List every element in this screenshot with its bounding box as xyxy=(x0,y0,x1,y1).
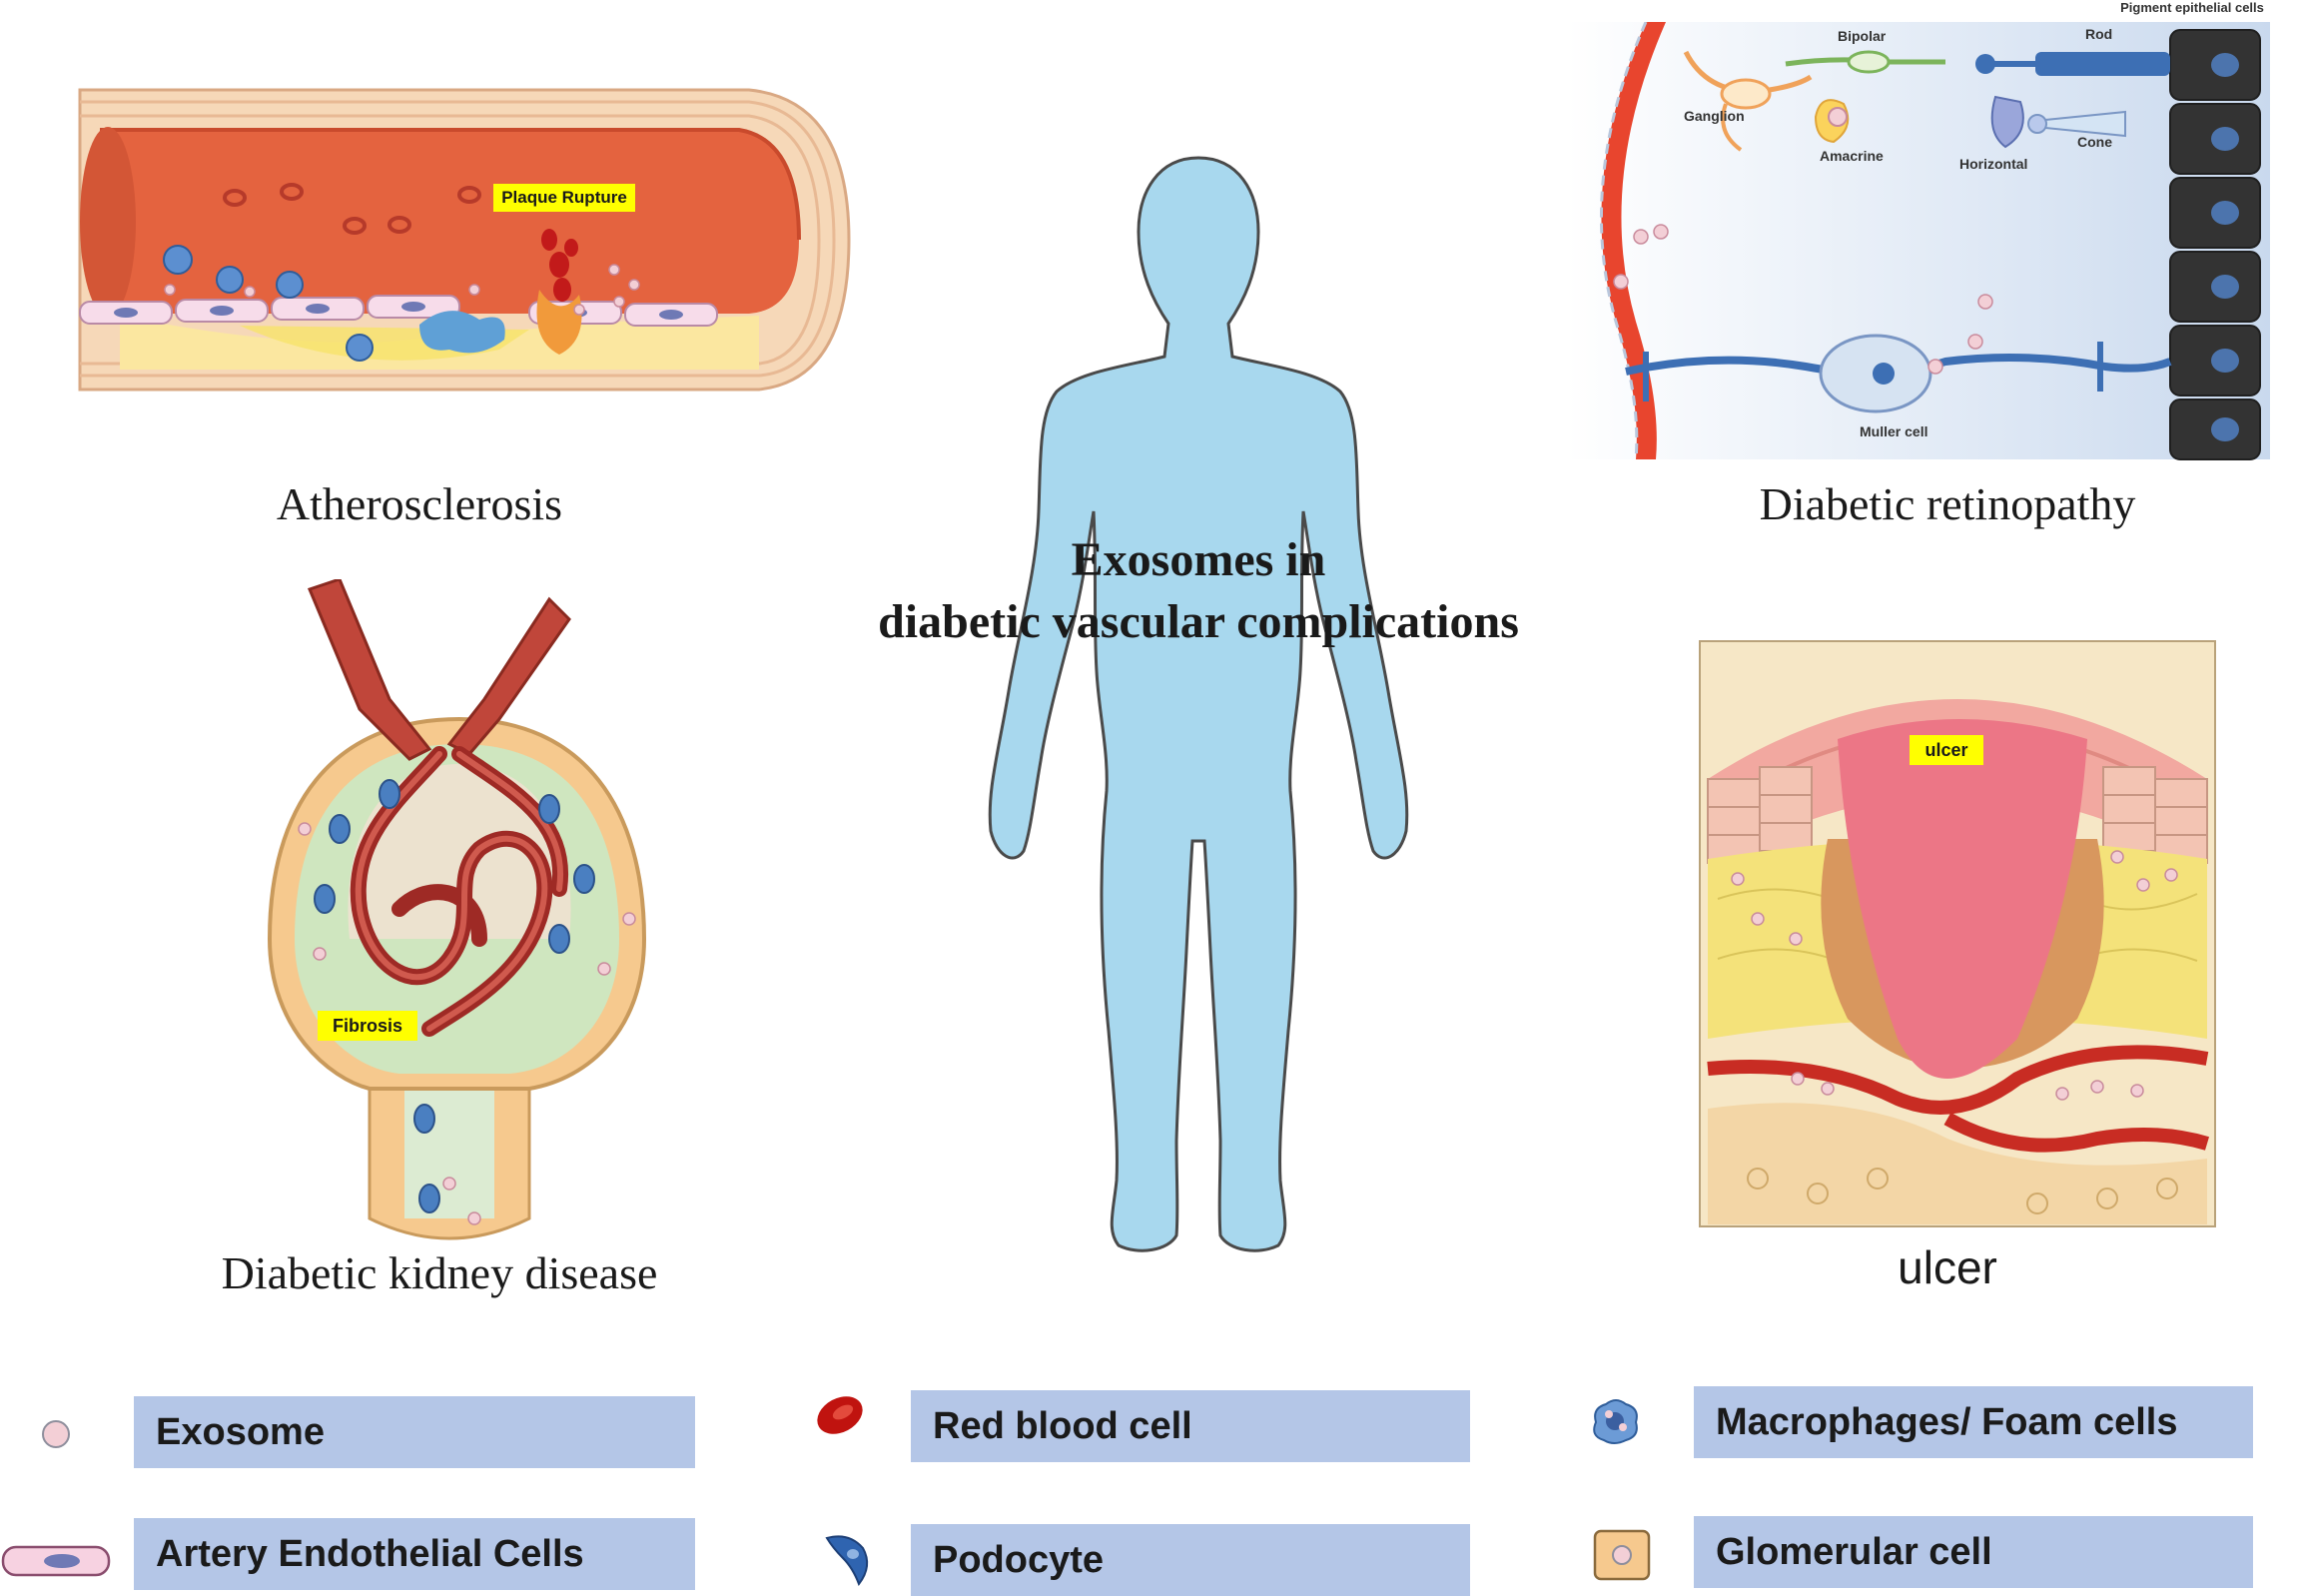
cone-label: Cone xyxy=(2077,134,2112,150)
pigment-epithelial-label: Pigment epithelial cells xyxy=(2120,0,2264,15)
legend-glomerular: Glomerular cell xyxy=(1694,1516,2253,1588)
fibrosis-label: Fibrosis xyxy=(318,1011,417,1041)
atherosclerosis-illustration xyxy=(78,88,851,392)
plaque-rupture-label: Plaque Rupture xyxy=(493,184,635,212)
macrophage-icon xyxy=(1593,1399,1638,1444)
legend-podocyte: Podocyte xyxy=(911,1524,1470,1596)
endothelial-cell-icon xyxy=(1,1545,111,1577)
center-title-line1: Exosomes in xyxy=(1071,533,1326,586)
ganglion-label: Ganglion xyxy=(1684,108,1745,124)
podocyte-icon xyxy=(825,1535,869,1587)
atherosclerosis-caption: Atherosclerosis xyxy=(276,478,563,529)
legend-red-blood-cell-label: Red blood cell xyxy=(933,1404,1192,1447)
legend-endothelial-label: Artery Endothelial Cells xyxy=(156,1532,584,1575)
legend-exosome-label: Exosome xyxy=(156,1410,325,1453)
plaque-rupture-text: Plaque Rupture xyxy=(501,188,627,207)
center-title: Exosomes in diabetic vascular complicati… xyxy=(819,529,1578,653)
glomerular-cell-icon xyxy=(1593,1529,1651,1581)
retinopathy-caption: Diabetic retinopathy xyxy=(1759,478,2136,529)
legend-macrophage-label: Macrophages/ Foam cells xyxy=(1716,1400,2178,1443)
fibrosis-text: Fibrosis xyxy=(332,1015,402,1036)
ulcer-illustration xyxy=(1699,640,2216,1227)
muller-cell-label: Muller cell xyxy=(1860,423,1928,439)
kidney-caption: Diabetic kidney disease xyxy=(221,1247,658,1298)
kidney-glomerulus-illustration xyxy=(267,579,647,1240)
rod-label: Rod xyxy=(2085,26,2113,42)
center-title-line2: diabetic vascular complications xyxy=(878,595,1519,648)
bipolar-label: Bipolar xyxy=(1838,28,1887,44)
legend-endothelial: Artery Endothelial Cells xyxy=(134,1518,695,1590)
legend-exosome: Exosome xyxy=(134,1396,695,1468)
retinopathy-illustration xyxy=(1566,22,2270,460)
legend-glomerular-label: Glomerular cell xyxy=(1716,1530,1992,1573)
legend-podocyte-label: Podocyte xyxy=(933,1538,1105,1581)
exosome-icon xyxy=(42,1420,70,1448)
ulcer-label: ulcer xyxy=(1910,735,1983,765)
horizontal-label: Horizontal xyxy=(1959,156,2028,172)
red-blood-cell-icon xyxy=(817,1396,863,1434)
amacrine-label: Amacrine xyxy=(1820,148,1884,164)
human-body-silhouette xyxy=(988,156,1409,1252)
legend-red-blood-cell: Red blood cell xyxy=(911,1390,1470,1462)
ulcer-caption: ulcer xyxy=(1898,1241,1997,1293)
legend-macrophage: Macrophages/ Foam cells xyxy=(1694,1386,2253,1458)
ulcer-label-text: ulcer xyxy=(1924,739,1968,760)
